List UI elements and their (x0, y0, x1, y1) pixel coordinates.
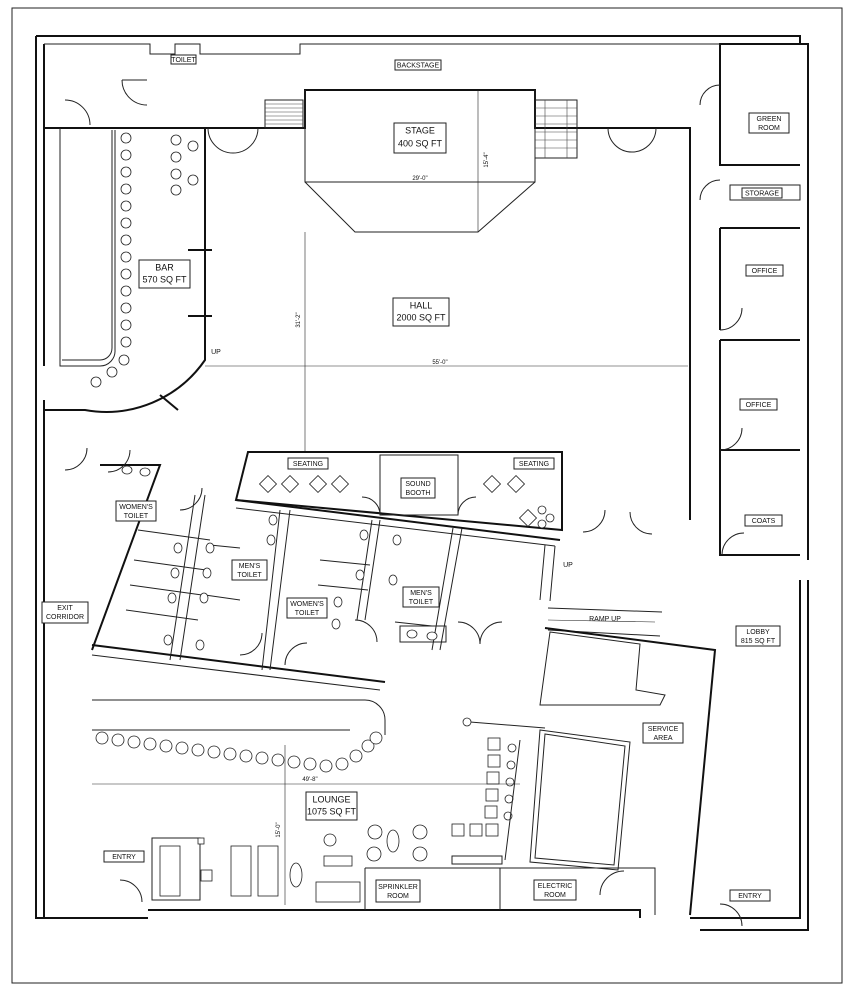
lounge-furniture (119, 823, 743, 927)
room-labels: TOILET BACKSTAGE STAGE 400 SQ FT BAR 570… (41, 54, 790, 903)
hall-label: HALL (410, 300, 433, 310)
hall-area: 55'-0" 31'-2" (205, 230, 691, 520)
lounge-width-dim: 49'-8" (302, 777, 317, 783)
womens-toilet-b-label-1: WOMEN'S (290, 601, 324, 608)
stage-stairs-right (534, 99, 578, 159)
service-area-label-2: AREA (653, 735, 672, 742)
ramp-up-note: UP (563, 562, 573, 569)
stage-area: 29'-0" 15'-4" (64, 79, 721, 233)
stage-depth-dim: 15'-4" (484, 152, 490, 167)
lounge-bar-stools (95, 731, 383, 773)
seating-chairs-right (482, 474, 555, 529)
sprinkler-room-label-2: ROOM (387, 893, 409, 900)
mens-toilet-a-label-1: MEN'S (239, 563, 261, 570)
hall-width-dim: 55'-0" (432, 360, 447, 366)
exterior-walls (35, 35, 809, 931)
office-label-1: OFFICE (752, 268, 778, 275)
backstage-label: BACKSTAGE (397, 62, 440, 69)
green-room-label-2: ROOM (758, 125, 780, 132)
sprinkler-room-label-1: SPRINKLER (378, 884, 418, 891)
stage-width-dim: 29'-0" (412, 176, 427, 182)
lobby-area-label: 815 SQ FT (741, 638, 776, 645)
storage-label: STORAGE (745, 190, 779, 197)
lounge-bar: 49'-8" 15'-0" (92, 699, 520, 905)
mens-toilet-b-label-1: MEN'S (410, 590, 432, 597)
mens-toilet-a-label-2: TOILET (237, 572, 262, 579)
mens-toilet-b-label-2: TOILET (409, 599, 434, 606)
exit-corridor-label-2: CORRIDOR (46, 614, 84, 621)
womens-toilet-a-label-2: TOILET (124, 513, 149, 520)
coats-label: COATS (752, 518, 776, 525)
bar-stools (90, 132, 199, 388)
service-stools (484, 737, 517, 821)
sound-booth-label-2: BOOTH (406, 490, 431, 497)
lounge-depth-dim: 15'-0" (276, 822, 282, 837)
seating-right-label: SEATING (519, 461, 549, 468)
hall-area-label: 2000 SQ FT (396, 312, 446, 322)
womens-toilet-b-label-2: TOILET (295, 610, 320, 617)
womens-toilet-a-label-1: WOMEN'S (119, 504, 153, 511)
office-label-2: OFFICE (746, 402, 772, 409)
lounge-label: LOUNGE (312, 794, 350, 804)
stage-area-label: 400 SQ FT (398, 138, 443, 148)
service-and-lounge (364, 627, 717, 916)
sheet-frame (11, 7, 843, 984)
bar-label: BAR (155, 262, 174, 272)
ramp-up-label: RAMP UP (589, 616, 621, 623)
lobby-label: LOBBY (746, 629, 770, 636)
bar-area-label: 570 SQ FT (142, 274, 187, 284)
toilet-label: TOILET (171, 57, 196, 64)
seating-chairs-left (258, 474, 350, 494)
hall-depth-dim: 31'-2" (296, 312, 302, 327)
green-room-label-1: GREEN (757, 116, 782, 123)
entry-right-label: ENTRY (738, 893, 762, 900)
electric-room-label-1: ELECTRIC (538, 883, 573, 890)
seating-left-label: SEATING (293, 461, 323, 468)
sound-booth-label-1: SOUND (405, 481, 430, 488)
restroom-block (64, 447, 653, 691)
exit-corridor-label-1: EXIT (57, 605, 73, 612)
bar-area: UP (44, 127, 221, 413)
toilet-fixtures (121, 465, 447, 651)
service-area-label-1: SERVICE (648, 726, 679, 733)
stage-stairs-left (264, 99, 304, 129)
seating-band (234, 451, 563, 532)
electric-room-label-2: ROOM (544, 892, 566, 899)
lounge-area-label: 1075 SQ FT (307, 806, 357, 816)
ramp-area: UP (539, 544, 663, 637)
east-rooms (699, 150, 801, 556)
bar-up-note: UP (211, 349, 221, 356)
stage-label: STAGE (405, 125, 435, 135)
entry-left-label: ENTRY (112, 854, 136, 861)
